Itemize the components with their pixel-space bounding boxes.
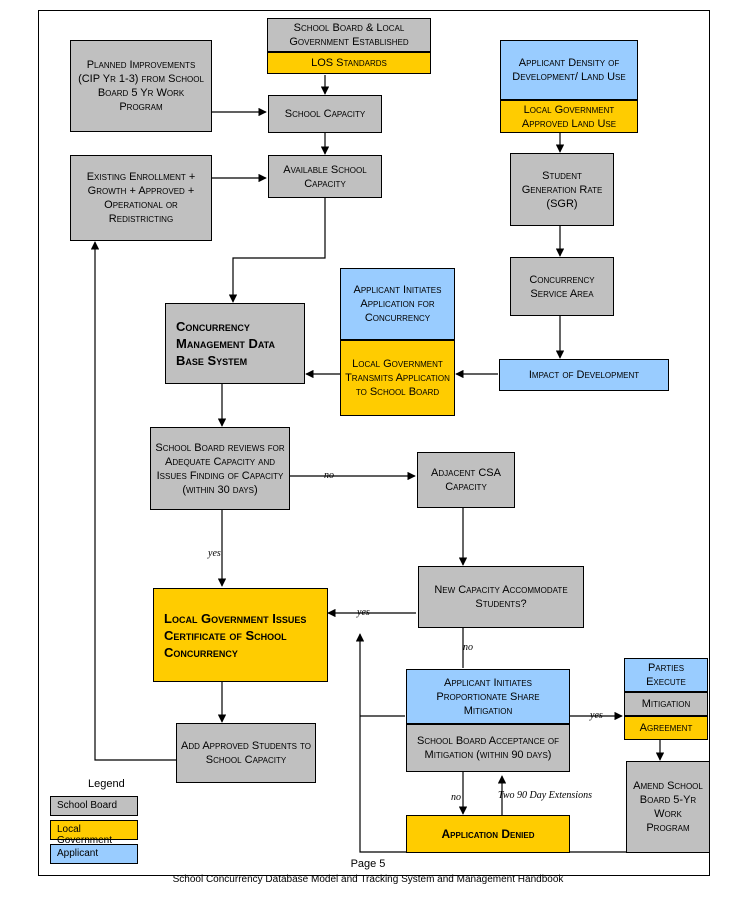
cmdb-system-box: Concurrency Management Data Base System [165,303,305,384]
page-frame [38,10,710,876]
school-capacity-box: School Capacity [268,95,382,133]
yes-label-parties: yes [590,710,603,721]
concurrency-service-area-box: Concurrency Service Area [510,257,614,316]
school-board-local-gov-box: School Board & Local Government Establis… [267,18,431,52]
amend-program-box: Amend School Board 5-Yr Work Program [626,761,710,853]
mitigation-box: Mitigation [624,692,708,716]
applicant-density-box: Applicant Density of Development/ Land U… [500,40,638,100]
application-denied-box: Application Denied [406,815,570,853]
no-label-mitigation: no [463,642,473,653]
adjacent-csa-box: Adjacent CSA Capacity [417,452,515,508]
yes-label-certificate: yes [208,548,221,559]
new-capacity-box: New Capacity Accommodate Students? [418,566,584,628]
add-approved-students-box: Add Approved Students to School Capacity [176,723,316,783]
acceptance-mitigation-box: School Board Acceptance of Mitigation (w… [406,724,570,772]
legend-school-board: School Board [50,796,138,816]
impact-of-development-box: Impact of Development [499,359,669,391]
applicant-initiates-application-box: Applicant Initiates Application for Conc… [340,268,455,340]
legend-applicant: Applicant [50,844,138,864]
sgr-box: Student Generation Rate (SGR) [510,153,614,226]
school-board-reviews-box: School Board reviews for Adequate Capaci… [150,427,290,510]
no-label-adjacent: no [324,470,334,481]
existing-enrollment-box: Existing Enrollment + Growth + Approved … [70,155,212,241]
legend-title: Legend [88,778,125,790]
yes-label-new-capacity: yes [357,607,370,618]
planned-improvements-box: Planned Improvements (CIP Yr 1-3) from S… [70,40,212,132]
local-gov-land-use-box: Local Government Approved Land Use [500,100,638,133]
legend-local-government: Local Government [50,820,138,846]
handbook-title: School Concurrency Database Model and Tr… [172,874,564,885]
available-capacity-box: Available School Capacity [268,155,382,198]
no-label-denied: no [451,792,461,803]
local-gov-transmits-box: Local Government Transmits Application t… [340,340,455,416]
los-standards-box: LOS Standards [267,52,431,74]
agreement-box: Agreement [624,716,708,740]
applicant-mitigation-box: Applicant Initiates Proportionate Share … [406,669,570,724]
extensions-label: Two 90 Day Extensions [498,790,592,801]
certificate-box: Local Government Issues Certificate of S… [153,588,328,682]
parties-execute-box: Parties Execute [624,658,708,692]
page-number: Page 5 [350,858,386,870]
